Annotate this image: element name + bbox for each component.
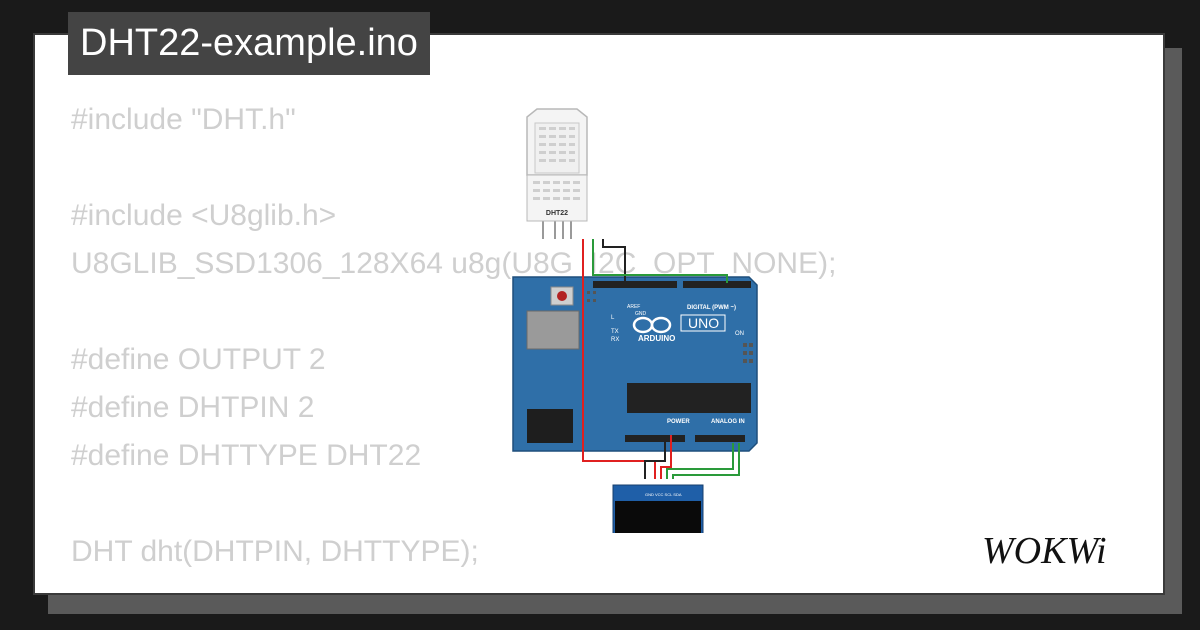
file-title: DHT22-example.ino bbox=[68, 12, 430, 75]
arduino-infinity-icon bbox=[632, 316, 672, 334]
tx-label: TX bbox=[611, 329, 619, 335]
code-line: DHT dht(DHTPIN, DHTTYPE); bbox=[71, 535, 479, 568]
code-line: U8GLIB_SSD1306_128X64 u8g(U8G_I2C_OPT_NO… bbox=[71, 247, 837, 280]
code-line: #include "DHT.h" bbox=[71, 103, 296, 136]
board-model: UNO bbox=[688, 315, 719, 331]
board-brand: ARDUINO bbox=[638, 334, 675, 343]
dht22-sensor: DHT22 DHT22 bbox=[526, 108, 588, 239]
wokwi-logo: WOKWi bbox=[982, 530, 1107, 571]
arduino-uno-board: AREF GND DIGITAL (PWM ~) L TX RX ON ARDU… bbox=[512, 276, 758, 452]
oled-pins: GND VCC SCL SDA bbox=[645, 492, 682, 497]
code-line: #define DHTPIN 2 bbox=[71, 391, 315, 424]
preview-card: #include "DHT.h" #include <U8glib.h> U8G… bbox=[33, 33, 1165, 595]
logo-text: WOKWi bbox=[982, 530, 1107, 571]
analog-label: ANALOG IN bbox=[711, 419, 745, 425]
rx-label: RX bbox=[611, 337, 619, 343]
circuit-diagram: DHT22 DHT22 bbox=[512, 108, 758, 533]
power-label: POWER bbox=[667, 419, 690, 425]
code-line: #define OUTPUT 2 bbox=[71, 343, 326, 376]
aref-label: AREF bbox=[627, 304, 640, 310]
on-label: ON bbox=[735, 331, 744, 337]
code-line: #include <U8glib.h> bbox=[71, 199, 337, 232]
code-line: #define DHTTYPE DHT22 bbox=[71, 439, 422, 472]
l-label: L bbox=[611, 315, 615, 321]
oled-display: GND VCC SCL SDA bbox=[612, 484, 704, 533]
sensor-label-2: DHT22 bbox=[546, 210, 568, 217]
digital-label: DIGITAL (PWM ~) bbox=[687, 305, 736, 311]
wires bbox=[582, 239, 740, 479]
gnd-label: GND bbox=[635, 311, 647, 317]
